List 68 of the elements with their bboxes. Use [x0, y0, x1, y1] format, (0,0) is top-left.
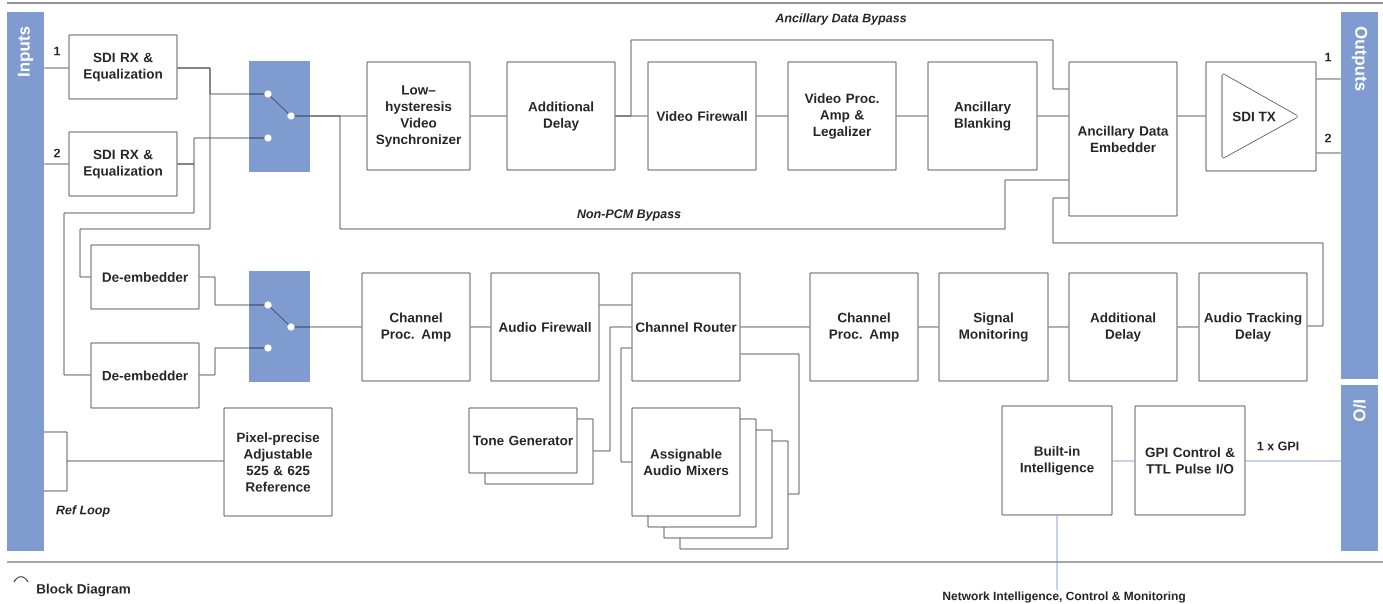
connector	[309, 326, 362, 328]
connector	[896, 115, 928, 117]
connector	[199, 347, 250, 376]
connector	[1037, 115, 1069, 117]
process-box: Video Proc. Amp & Legalizer	[787, 61, 897, 171]
note-label: Ref Loop	[56, 505, 110, 517]
connector	[1316, 78, 1342, 80]
process-box: Additional Delay	[506, 61, 616, 171]
process-box: Pixel-precise Adjustable 525 & 625 Reference	[223, 407, 333, 517]
process-box: Audio Firewall	[490, 272, 600, 382]
side-band: Inputs	[7, 12, 44, 551]
connector	[1112, 460, 1135, 462]
edge-label: 1	[1323, 51, 1333, 63]
process-box: Ancillary Data Embedder	[1068, 61, 1178, 217]
process-box: Low– hysteresis Video Synchronizer	[366, 61, 471, 171]
connector	[599, 304, 632, 306]
process-box: De-embedder	[90, 244, 200, 310]
connector	[309, 115, 1069, 230]
process-box: Channel Router	[631, 272, 741, 382]
edge-label: Non-PCM Bypass	[575, 208, 683, 222]
connector	[43, 67, 69, 69]
connector	[79, 67, 211, 278]
connector	[740, 326, 810, 328]
connector	[918, 326, 939, 328]
connector	[1245, 460, 1342, 462]
process-box: Ancillary Blanking	[927, 61, 1038, 171]
process-box: SDI RX & Equalization	[68, 34, 178, 100]
connector	[1316, 152, 1342, 154]
process-box: SDI RX & Equalization	[68, 131, 178, 197]
connector	[615, 39, 1069, 117]
connector	[199, 276, 250, 306]
edge-label: 1	[52, 45, 62, 57]
connector	[1177, 115, 1206, 117]
connector	[1177, 326, 1199, 328]
process-box: Channel Proc. Amp	[809, 272, 919, 382]
process-box: Channel Proc. Amp	[361, 272, 471, 382]
process-box: Built-in Intelligence	[1001, 405, 1113, 516]
connector	[593, 326, 632, 452]
edge-label: Ancillary Data Bypass	[774, 12, 908, 26]
process-box: Audio Tracking Delay	[1198, 272, 1308, 382]
stacked-box: Tone Generator	[468, 407, 594, 485]
side-band: Outputs	[1341, 12, 1378, 379]
connector	[1056, 515, 1058, 591]
edge-label: 2	[52, 147, 62, 159]
stacked-box: Assignable Audio Mixers	[631, 407, 789, 550]
connector	[470, 326, 491, 328]
connector	[43, 163, 69, 165]
connector	[63, 163, 195, 376]
caption: Block Diagram	[37, 583, 130, 597]
switch-symbol	[248, 271, 311, 382]
connector	[470, 115, 507, 117]
connector	[43, 431, 224, 462]
process-box: Video Firewall	[647, 61, 757, 171]
connector	[620, 347, 632, 463]
transmitter-box: SDI TX	[1205, 61, 1317, 172]
side-band: I/O	[1341, 385, 1378, 551]
edge-label: 2	[1323, 132, 1333, 144]
bus-label: Network Intelligence, Control & Monitoring	[943, 591, 1185, 603]
connector	[1048, 326, 1069, 328]
process-box: GPI Control & TTL Pulse I/O	[1134, 405, 1246, 516]
edge-label: 1 x GPI	[1255, 440, 1301, 452]
connector	[756, 115, 788, 117]
process-box: De-embedder	[90, 342, 200, 409]
connector	[740, 353, 800, 495]
process-box: Additional Delay	[1068, 272, 1178, 382]
switch-symbol	[248, 61, 311, 172]
process-box: Signal Monitoring	[938, 272, 1049, 382]
connector	[1052, 197, 1324, 327]
